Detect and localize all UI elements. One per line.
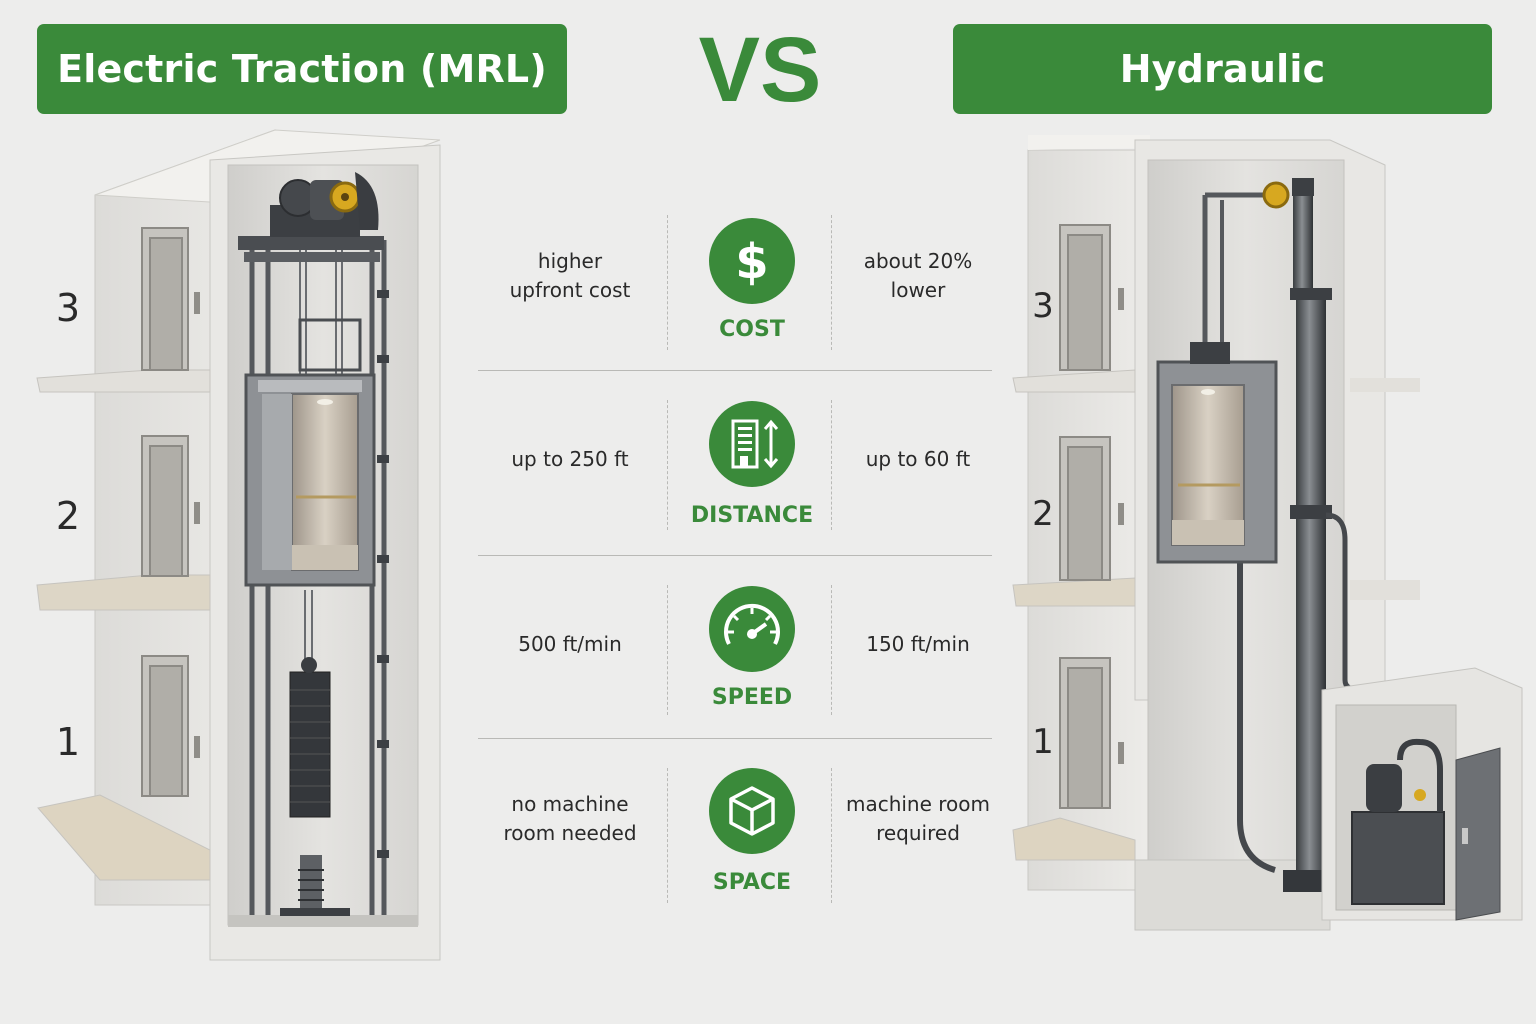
floor-number-1-left: 1 — [55, 720, 81, 764]
floor-number-3-left: 3 — [55, 286, 81, 330]
column-divider — [831, 400, 832, 530]
space-hydraulic-value: machine room required — [845, 792, 991, 845]
distance-label: DISTANCE — [690, 503, 814, 528]
floor-number-3-right: 3 — [1032, 286, 1054, 326]
speed-electric-value: 500 ft/min — [518, 632, 622, 656]
speed-hydraulic-value: 150 ft/min — [866, 632, 970, 656]
floor-number-2-right: 2 — [1032, 494, 1054, 534]
column-divider — [667, 215, 668, 350]
floor-number-1-right: 1 — [1032, 722, 1054, 762]
speedometer-icon — [709, 586, 795, 672]
electric-traction-illustration — [36, 129, 441, 961]
cost-label: COST — [719, 317, 785, 342]
row-divider — [478, 370, 992, 371]
column-divider — [667, 585, 668, 715]
row-divider — [478, 555, 992, 556]
hydraulic-illustration — [1012, 135, 1523, 931]
column-divider — [831, 768, 832, 903]
column-divider — [831, 215, 832, 350]
distance-hydraulic-value: up to 60 ft — [865, 447, 971, 471]
dollar-icon: $ — [709, 218, 795, 304]
cost-electric-value: higher upfront cost — [509, 249, 631, 302]
distance-electric-value: up to 250 ft — [511, 447, 629, 471]
column-divider — [667, 400, 668, 530]
column-divider — [831, 585, 832, 715]
column-divider — [667, 768, 668, 903]
speed-label: SPEED — [711, 685, 793, 710]
cube-icon — [709, 768, 795, 854]
space-label: SPACE — [712, 870, 792, 895]
electric-traction-header: Electric Traction (MRL) — [37, 24, 567, 114]
hydraulic-header: Hydraulic — [953, 24, 1492, 114]
hydraulic-title: Hydraulic — [1119, 47, 1326, 91]
building-distance-icon — [709, 401, 795, 487]
svg-text:$: $ — [735, 234, 768, 290]
electric-traction-title: Electric Traction (MRL) — [57, 47, 547, 91]
vs-label: VS — [698, 19, 822, 121]
floor-number-2-left: 2 — [55, 494, 81, 538]
row-divider — [478, 738, 992, 739]
cost-hydraulic-value: about 20% lower — [863, 249, 973, 302]
space-electric-value: no machine room needed — [503, 792, 637, 845]
